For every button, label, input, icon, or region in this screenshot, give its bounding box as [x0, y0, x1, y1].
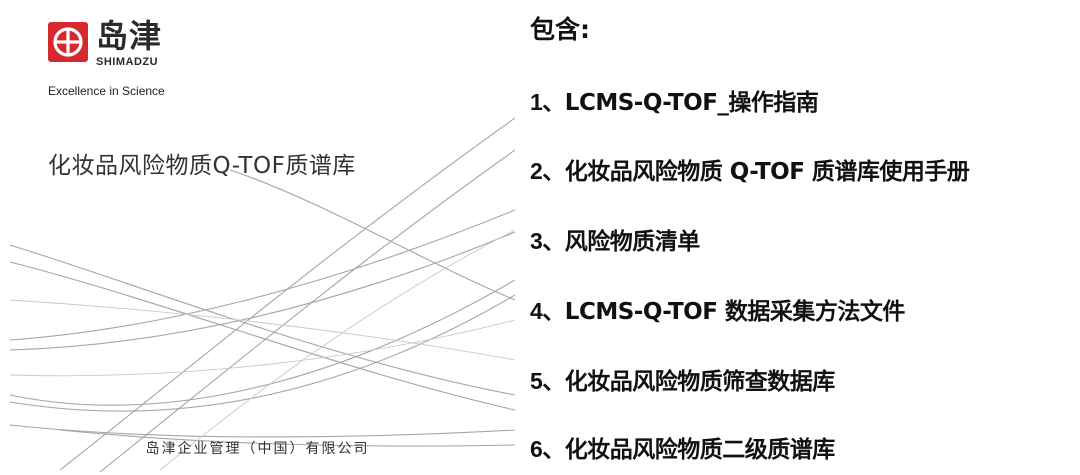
- cover-footer: 岛津企业管理（中国）有限公司: [145, 441, 370, 457]
- list-item: 3、风险物质清单: [530, 222, 700, 256]
- list-item-number: 1、: [530, 89, 565, 115]
- shimadzu-logo: 岛津 SHIMADZU: [48, 18, 162, 80]
- shimadzu-logo-icon: [48, 22, 88, 62]
- list-item-text: 化妆品风险物质筛查数据库: [564, 369, 836, 395]
- logo-en-text: SHIMADZU: [96, 56, 159, 68]
- list-item-number: 3、: [530, 228, 565, 254]
- list-item-text: 化妆品风险物质二级质谱库: [564, 437, 836, 463]
- list-item-number: 6、: [530, 436, 565, 462]
- list-item-text: LCMS-Q-TOF_操作指南: [564, 90, 819, 116]
- list-item: 6、化妆品风险物质二级质谱库: [530, 430, 835, 464]
- list-item: 1、LCMS-Q-TOF_操作指南: [530, 83, 819, 117]
- logo-wordmark: 岛津 SHIMADZU: [96, 18, 162, 69]
- decorative-curves: [9, 117, 515, 473]
- cover-title: 化妆品风险物质Q-TOF质谱库: [48, 153, 356, 179]
- list-item: 5、化妆品风险物质筛查数据库: [530, 362, 835, 396]
- list-item-text: 化妆品风险物质 Q-TOF 质谱库使用手册: [564, 159, 970, 185]
- list-item-number: 2、: [530, 158, 565, 184]
- list-item: 4、LCMS-Q-TOF 数据采集方法文件: [530, 292, 905, 326]
- list-item-text: LCMS-Q-TOF 数据采集方法文件: [564, 299, 906, 325]
- list-item-number: 5、: [530, 368, 565, 394]
- list-item-number: 4、: [530, 298, 565, 324]
- contents-heading: 包含:: [530, 15, 590, 44]
- list-item-text: 风险物质清单: [564, 229, 701, 255]
- cover-panel: 岛津 SHIMADZU Excellence in Science 化妆品风险物…: [0, 0, 515, 475]
- tagline: Excellence in Science: [48, 84, 165, 98]
- list-item: 2、化妆品风险物质 Q-TOF 质谱库使用手册: [530, 152, 970, 186]
- logo-cn-text: 岛津: [96, 17, 163, 55]
- contents-list: 包含: 1、LCMS-Q-TOF_操作指南 2、化妆品风险物质 Q-TOF 质谱…: [530, 0, 1075, 475]
